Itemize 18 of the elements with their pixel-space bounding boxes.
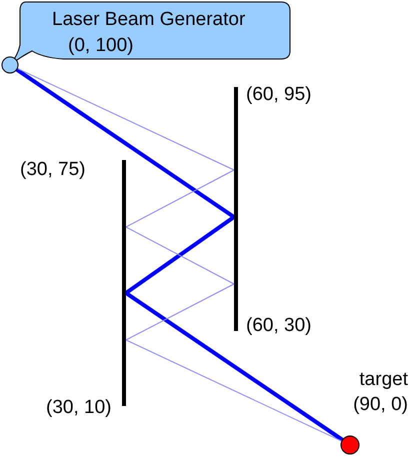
- reflection-ray: [126, 340, 342, 442]
- mirror-bar: [234, 87, 238, 331]
- coordinate-label: (30, 75): [20, 159, 86, 181]
- reflection-ray: [126, 170, 234, 228]
- coordinate-label: (60, 95): [246, 84, 312, 106]
- callout-text: (0, 100): [68, 35, 134, 57]
- mirror-bar: [122, 160, 126, 406]
- coordinate-label: (90, 0): [353, 394, 408, 416]
- coordinate-label: (30, 10): [46, 397, 112, 419]
- coordinate-label: target: [359, 369, 408, 391]
- reflection-ray: [126, 284, 234, 340]
- coordinate-label: (60, 30): [246, 315, 312, 337]
- laser-beam: [124, 215, 236, 295]
- reflection-ray: [16, 68, 234, 170]
- reflection-ray: [126, 226, 234, 284]
- laser-beam: [124, 291, 344, 442]
- laser-beam: [16, 68, 236, 219]
- callout-text: Laser Beam Generator: [52, 9, 246, 31]
